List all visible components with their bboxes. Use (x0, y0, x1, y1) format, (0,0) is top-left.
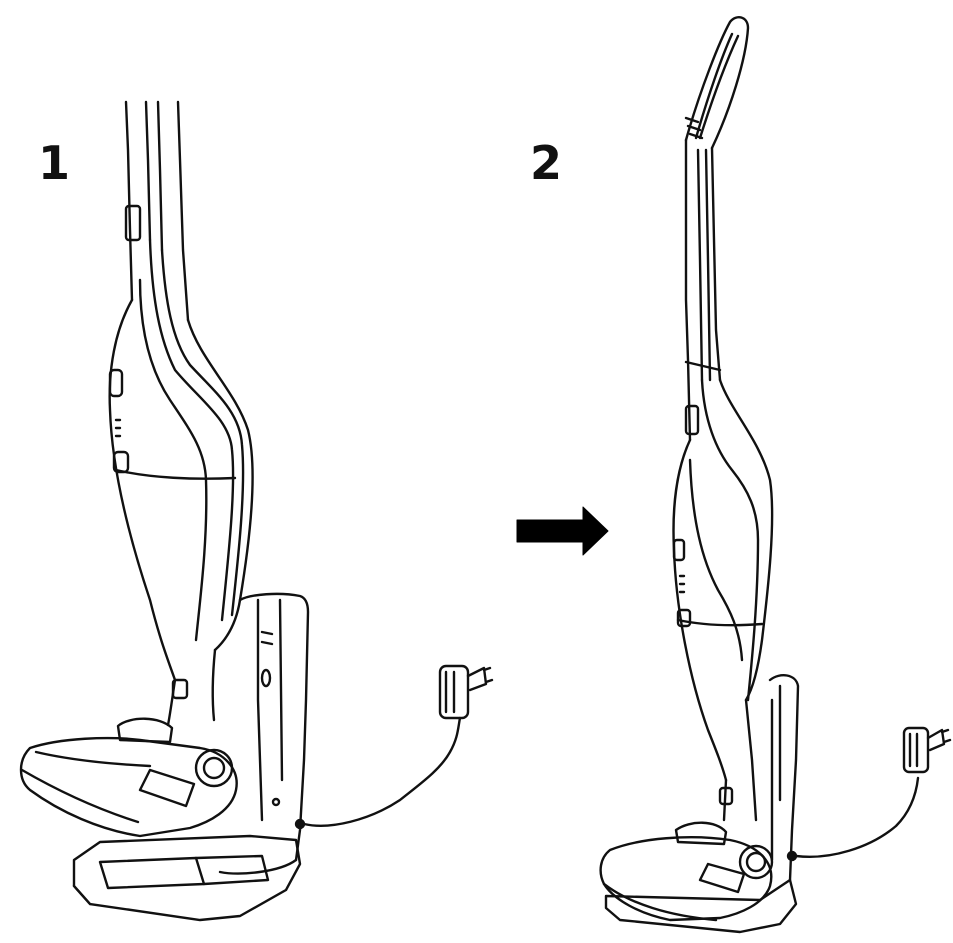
step-number-1: 1 (38, 136, 71, 190)
step-number-2: 2 (530, 136, 563, 190)
right-arrow-icon (516, 506, 609, 556)
vacuum-step-2-drawing (599, 16, 952, 934)
vacuum-step-1-drawing (19, 100, 494, 922)
